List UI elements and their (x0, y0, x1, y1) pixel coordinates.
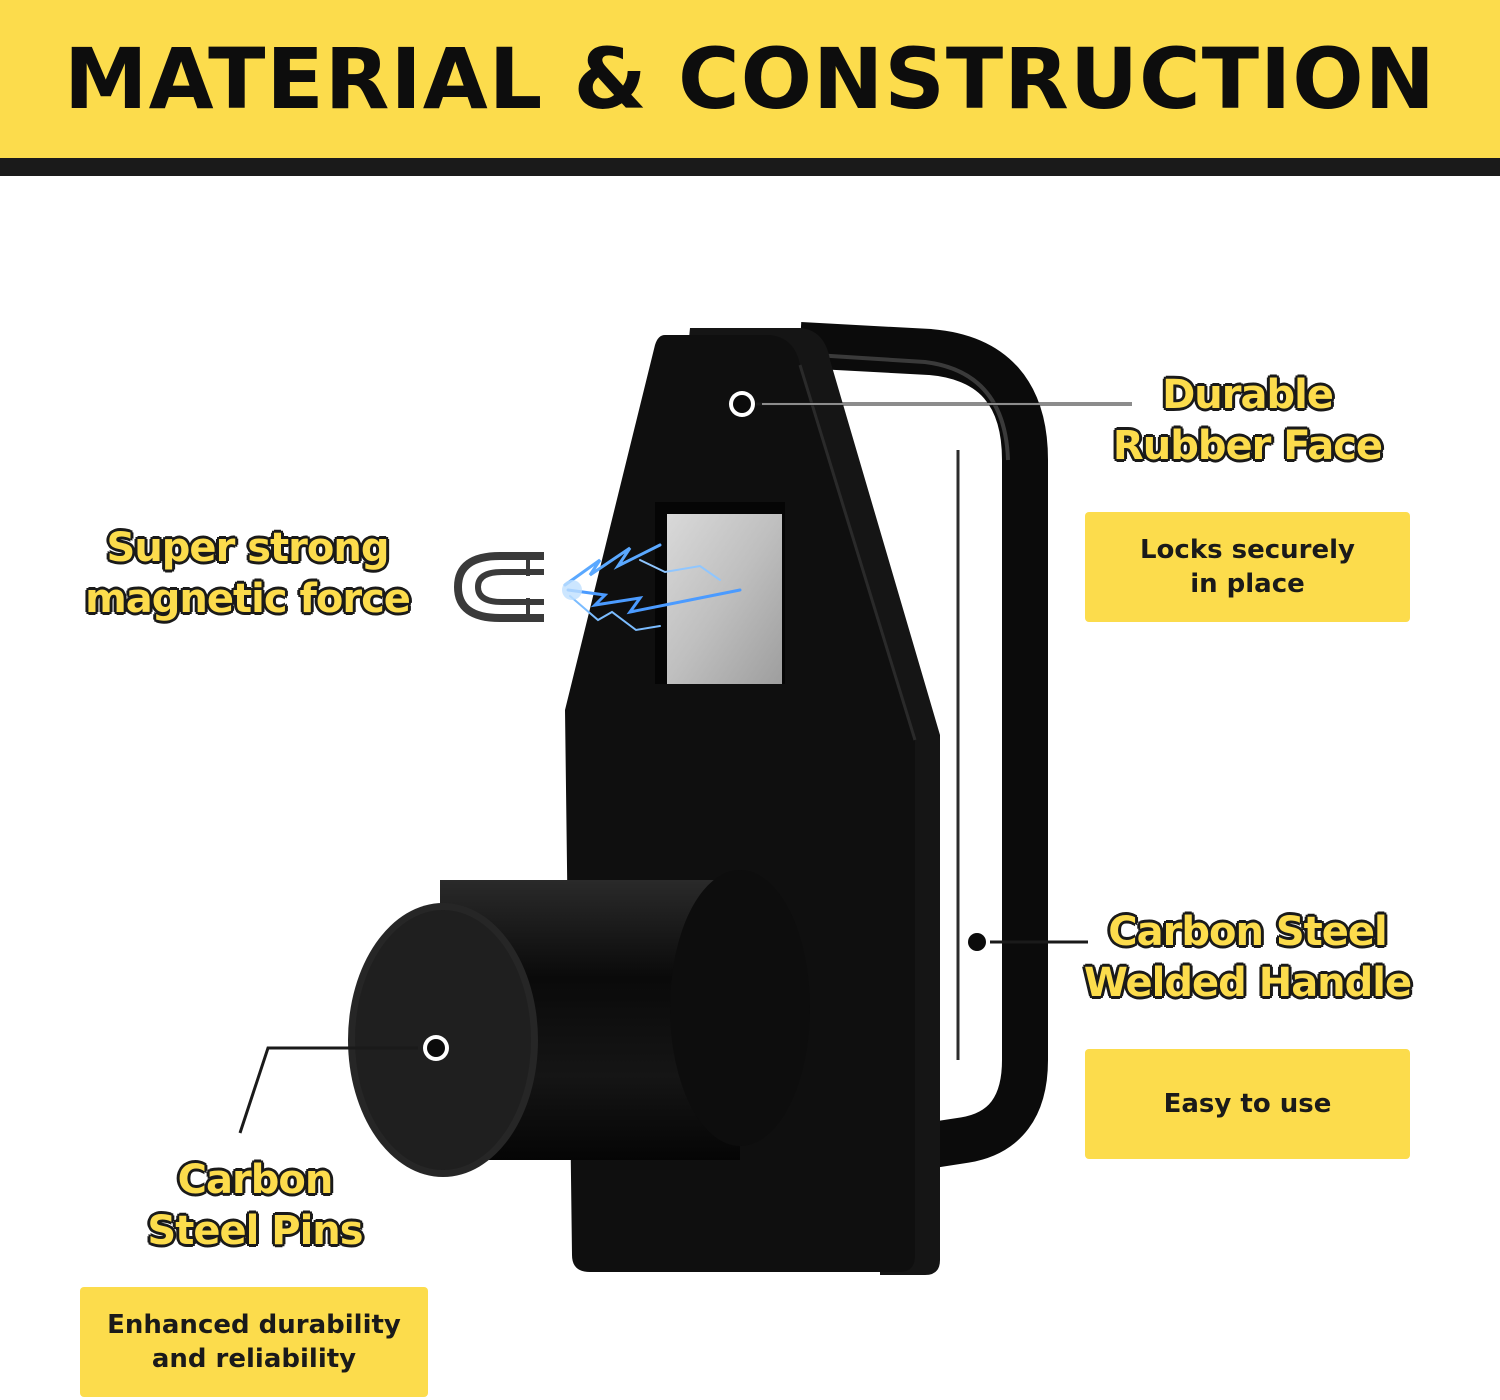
header-divider (0, 158, 1500, 176)
feature-rubber-face-line2: Rubber Face (1112, 423, 1383, 469)
feature-rubber-face-line1: Durable (1162, 372, 1334, 418)
feature-rubber-face-caption-line2: in place (1190, 569, 1305, 599)
feature-pins-caption: Enhanced durability and reliability (80, 1287, 428, 1397)
callout-dot-icon (423, 391, 990, 1061)
feature-pins-line2: Steel Pins (147, 1208, 363, 1254)
feature-magnet-line2: magnetic force (85, 576, 411, 622)
feature-handle-line1: Carbon Steel (1108, 909, 1388, 955)
feature-pins-caption-line2: and reliability (151, 1344, 357, 1374)
feature-magnet-line1: Super strong (106, 525, 390, 571)
feature-magnet-label: Super strong magnetic force (60, 523, 435, 625)
horseshoe-magnet-icon (453, 552, 544, 622)
feature-handle-caption: Easy to use (1085, 1049, 1410, 1159)
feature-rubber-face-caption-line1: Locks securely (1139, 535, 1355, 565)
feature-pins-line1: Carbon (177, 1157, 334, 1203)
feature-pins-caption-line1: Enhanced durability (107, 1310, 401, 1340)
welded-handle (798, 322, 1048, 1173)
pin-cylinder (348, 870, 810, 1177)
feature-rubber-face-label: Durable Rubber Face (1070, 370, 1425, 472)
feature-handle-label: Carbon Steel Welded Handle (1060, 907, 1435, 1009)
feature-handle-line2: Welded Handle (1083, 960, 1412, 1006)
header-banner (0, 0, 1500, 158)
feature-pins-label: Carbon Steel Pins (100, 1155, 410, 1257)
lightning-icon (562, 543, 742, 632)
page-title: MATERIAL & CONSTRUCTION (64, 30, 1436, 128)
callout-lines (238, 402, 1132, 1134)
feature-rubber-face-caption: Locks securely in place (1085, 512, 1410, 622)
feature-handle-caption-text: Easy to use (1163, 1089, 1332, 1119)
